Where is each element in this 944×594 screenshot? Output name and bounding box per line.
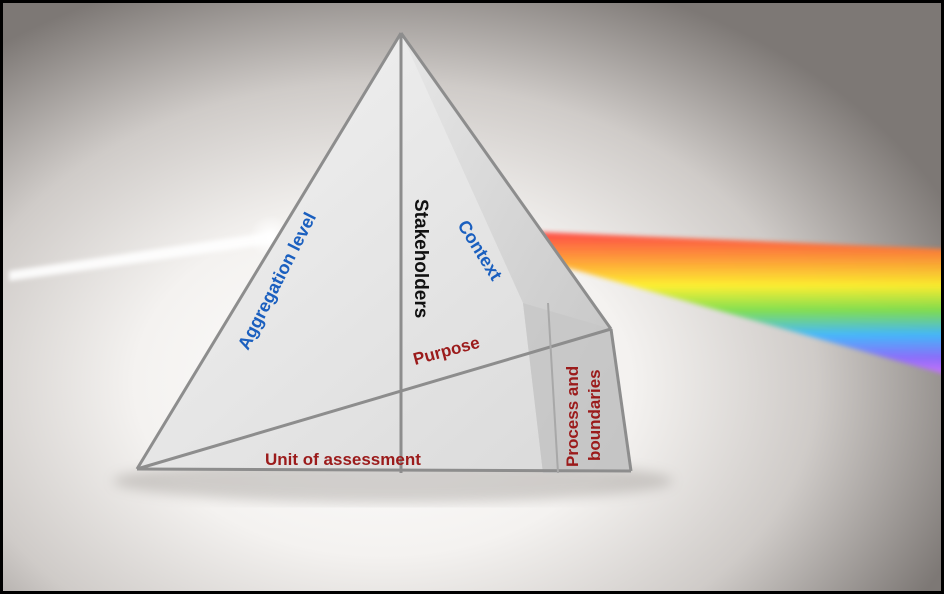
prism-illustration bbox=[9, 32, 941, 503]
unit-of-assessment-label: Unit of assessment bbox=[265, 450, 421, 469]
context-label: Context bbox=[454, 217, 506, 284]
incoming-light-beam bbox=[9, 232, 277, 281]
rainbow-beam bbox=[515, 231, 941, 374]
label-layer: Aggregation level Stakeholders Context P… bbox=[234, 199, 604, 469]
prism-body bbox=[137, 33, 631, 471]
stakeholders-label: Stakeholders bbox=[410, 199, 431, 318]
prism-edges bbox=[135, 32, 633, 474]
purpose-label: Purpose bbox=[411, 333, 482, 369]
process-and-label: Process and bbox=[563, 366, 582, 467]
aggregation-level-label: Aggregation level bbox=[234, 209, 320, 353]
boundaries-label: boundaries bbox=[585, 369, 604, 461]
